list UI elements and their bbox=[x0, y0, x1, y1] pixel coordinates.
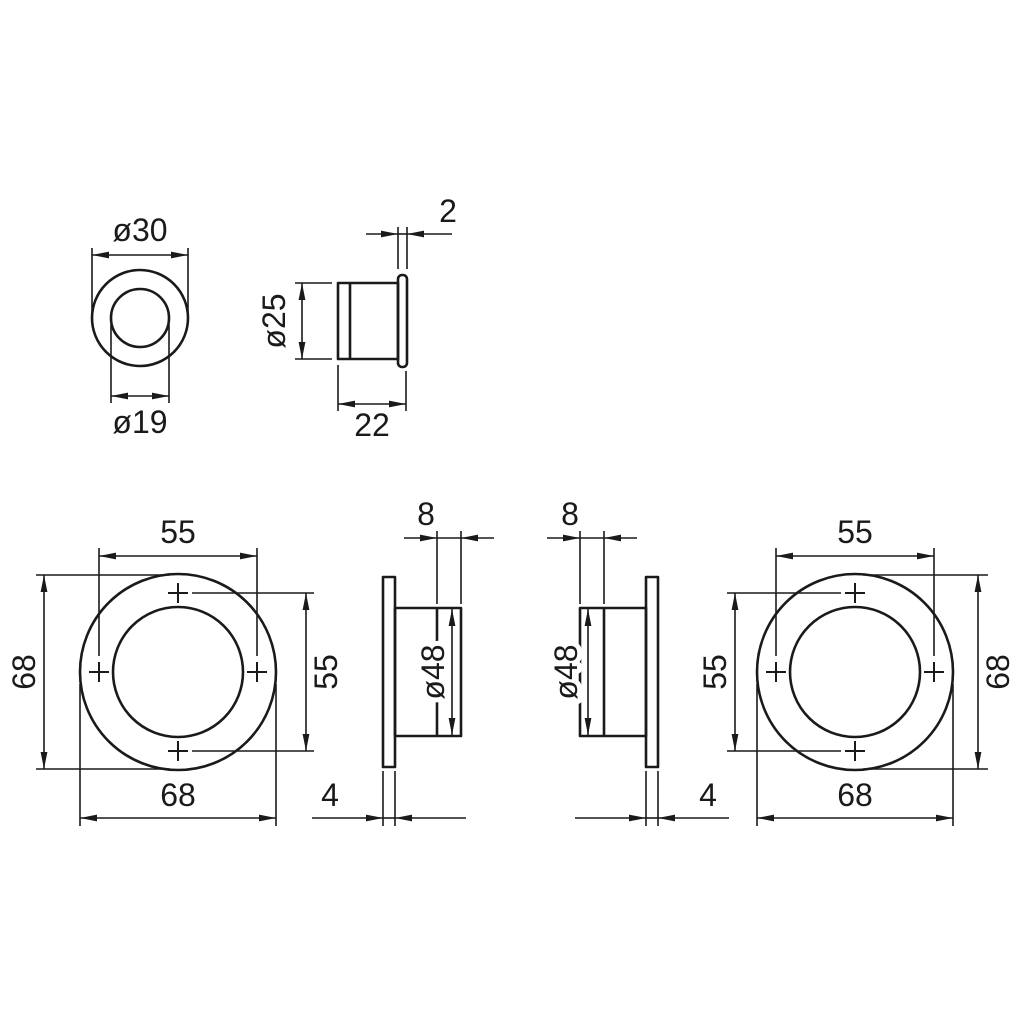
pull-right-side-view: 8 ø48 4 bbox=[543, 496, 729, 826]
screw-position-cross bbox=[89, 662, 109, 682]
dim-left-pull-cup-diameter: ø48 bbox=[410, 609, 456, 735]
dim-left-pull-flange-thickness: 4 bbox=[312, 771, 466, 826]
dim-label-left-pull-hole-spacing-vertical: 55 bbox=[308, 654, 344, 690]
dim-label-left-pull-cup-diameter: ø48 bbox=[415, 644, 451, 699]
pull-outer-circle bbox=[755, 572, 955, 772]
dim-label-bush-outer-diameter: ø30 bbox=[112, 212, 167, 248]
pull-right-front-view: 55 55 68 68 bbox=[697, 514, 1016, 826]
bush-side-view: 2 ø25 22 bbox=[256, 193, 457, 443]
dim-label-left-pull-overall-height: 68 bbox=[6, 654, 42, 690]
dim-label-right-pull-cup-diameter: ø48 bbox=[548, 644, 584, 699]
pull-cup-profile bbox=[393, 606, 463, 738]
dim-label-left-pull-cup-depth: 8 bbox=[417, 496, 435, 532]
dim-label-right-pull-flange-thickness: 4 bbox=[699, 777, 717, 813]
dim-label-right-pull-hole-spacing-horizontal: 55 bbox=[837, 514, 873, 550]
dim-label-bush-flange-thickness: 2 bbox=[439, 193, 457, 229]
bush-body-outline bbox=[336, 281, 400, 361]
dim-label-right-pull-hole-spacing-vertical: 55 bbox=[697, 654, 733, 690]
dim-label-right-pull-overall-width: 68 bbox=[837, 777, 873, 813]
pull-flange-plate bbox=[644, 575, 660, 769]
dim-left-pull-overall-width: 68 bbox=[79, 684, 277, 826]
dim-left-pull-overall-height: 68 bbox=[6, 574, 170, 770]
dim-right-pull-hole-spacing-vertical: 55 bbox=[697, 592, 841, 752]
dim-bush-flange-thickness: 2 bbox=[366, 193, 457, 269]
screw-position-cross bbox=[168, 741, 188, 761]
pull-cup-profile bbox=[578, 606, 648, 738]
dim-label-right-pull-cup-depth: 8 bbox=[561, 496, 579, 532]
dim-label-left-pull-overall-width: 68 bbox=[160, 777, 196, 813]
screw-position-cross bbox=[247, 662, 267, 682]
dim-label-left-pull-flange-thickness: 4 bbox=[321, 777, 339, 813]
pull-left-side-view: 8 ø48 4 bbox=[312, 496, 494, 826]
screw-position-cross bbox=[845, 741, 865, 761]
pull-cup-circle bbox=[788, 605, 922, 739]
dim-label-bush-body-diameter: ø25 bbox=[256, 293, 292, 348]
dim-left-pull-cup-depth: 8 bbox=[404, 496, 494, 604]
dim-bush-body-length: 22 bbox=[337, 365, 407, 443]
pull-left-front-view: 55 68 55 68 bbox=[6, 514, 344, 826]
dim-label-left-pull-hole-spacing-horizontal: 55 bbox=[160, 514, 196, 550]
pull-outer-circle bbox=[78, 572, 278, 772]
dim-left-pull-hole-spacing-vertical: 55 bbox=[192, 592, 344, 752]
bush-flange-outline bbox=[396, 273, 409, 369]
dim-right-pull-flange-thickness: 4 bbox=[575, 771, 729, 826]
dim-right-pull-overall-width: 68 bbox=[756, 684, 954, 826]
dim-bush-body-diameter: ø25 bbox=[256, 282, 332, 360]
dim-right-pull-cup-diameter: ø48 bbox=[543, 609, 592, 735]
dim-left-pull-hole-spacing-horizontal: 55 bbox=[98, 514, 258, 656]
pull-cup-circle bbox=[111, 605, 245, 739]
dim-label-bush-body-length: 22 bbox=[354, 407, 390, 443]
dim-bush-inner-diameter: ø19 bbox=[110, 324, 170, 440]
dim-bush-outer-diameter: ø30 bbox=[91, 212, 189, 312]
screw-position-cross bbox=[168, 583, 188, 603]
dim-right-pull-overall-height: 68 bbox=[863, 574, 1016, 770]
screw-position-cross bbox=[766, 662, 786, 682]
dim-right-pull-hole-spacing-horizontal: 55 bbox=[775, 514, 935, 656]
screw-position-cross bbox=[924, 662, 944, 682]
pull-flange-plate bbox=[381, 575, 397, 769]
dim-label-bush-inner-diameter: ø19 bbox=[112, 404, 167, 440]
screw-position-cross bbox=[845, 583, 865, 603]
bush-inner-circle bbox=[109, 287, 171, 349]
dim-right-pull-cup-depth: 8 bbox=[547, 496, 637, 604]
dim-label-right-pull-overall-height: 68 bbox=[980, 654, 1016, 690]
bush-front-view: ø30 ø19 bbox=[90, 212, 190, 440]
bush-outer-circle bbox=[90, 268, 190, 368]
